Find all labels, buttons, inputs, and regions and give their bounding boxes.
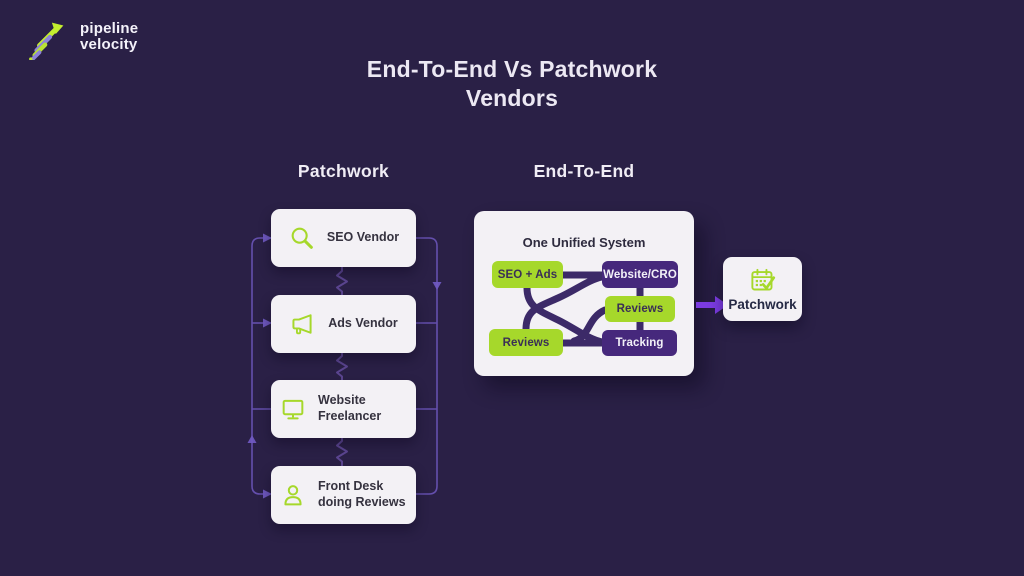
chip-tracking: Tracking — [602, 330, 677, 356]
vendor-card-label: Website Freelancer — [318, 393, 382, 423]
vendor-card-website: Website Freelancer — [271, 380, 416, 438]
result-card: Patchwork — [723, 257, 802, 321]
down-arrowhead-right-rail — [432, 282, 442, 290]
unified-card-title: One Unified System — [522, 235, 646, 250]
chip-website-cro: Website/CRO — [602, 261, 678, 288]
checklist-calendar-icon — [751, 268, 776, 290]
chip-reviews-right: Reviews — [605, 296, 675, 322]
chip-seo-ads: SEO + Ads — [492, 261, 563, 288]
page-title-line2: Vendors — [465, 85, 559, 112]
vendor-card-frontdesk: Front Desk doing Reviews — [271, 466, 416, 524]
logo-wordmark: pipeline velocity — [80, 21, 138, 53]
monitor-icon — [282, 399, 304, 420]
magnifier-icon — [291, 227, 313, 249]
vendor-card-label: Front Desk doing Reviews — [318, 479, 406, 509]
zigzag-connector-3 — [336, 437, 348, 466]
vendor-card-seo: SEO Vendor — [271, 209, 416, 267]
vendor-card-label: Ads Vendor — [328, 316, 398, 331]
vendor-card-ads: Ads Vendor — [271, 295, 416, 353]
unified-system-connectors — [522, 271, 644, 347]
zigzag-connector-1 — [336, 267, 348, 295]
up-arrowhead-left-rail — [247, 435, 257, 443]
logo: pipeline velocity — [26, 14, 138, 60]
logo-text-line2: velocity — [80, 36, 138, 53]
person-icon — [284, 485, 302, 506]
page-title: End-To-End Vs Patchwork Vendors — [312, 55, 712, 114]
chip-reviews-left: Reviews — [489, 329, 563, 356]
patchwork-column-header: Patchwork — [297, 161, 390, 181]
megaphone-icon — [292, 314, 312, 335]
result-card-label: Patchwork — [728, 296, 797, 312]
logo-text-line1: pipeline — [80, 20, 139, 38]
end-to-end-column-header: End-To-End — [533, 161, 635, 181]
vendor-card-label: SEO Vendor — [326, 230, 400, 245]
zigzag-connector-2 — [336, 352, 348, 380]
page-title-line1: End-To-End Vs Patchwork — [366, 56, 658, 82]
pipeline-velocity-coil-arrow-icon — [29, 22, 64, 60]
one-unified-system-card: One Unified System SEO + Ads Website/CRO… — [474, 211, 694, 376]
